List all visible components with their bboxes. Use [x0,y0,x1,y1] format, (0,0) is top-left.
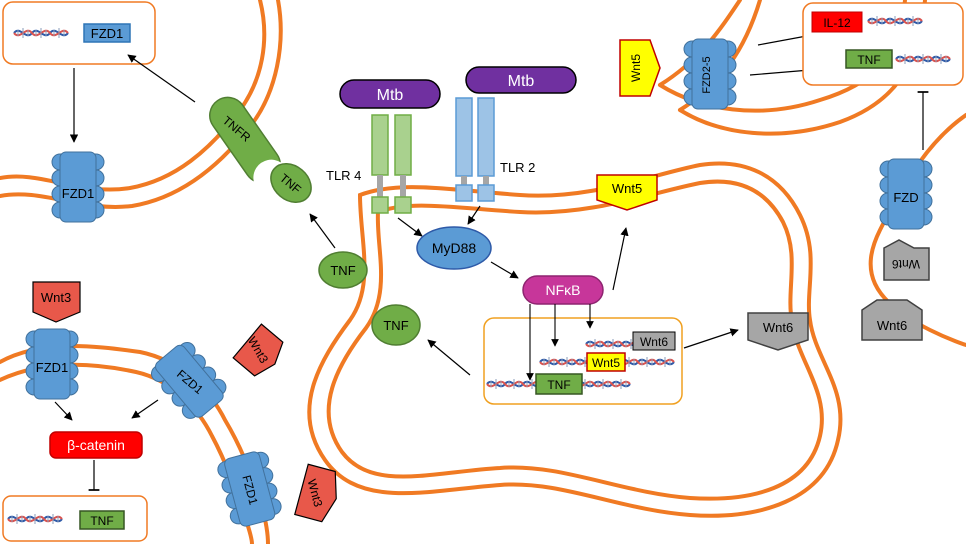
tlr2-receptor [455,97,495,202]
nfkb-factor: NFκB [522,275,604,305]
wnt6-extracellular-label: Wnt6 [877,318,907,333]
wnt6-bound: Wnt6 [883,239,930,281]
arrow-icon [397,217,423,237]
fzd1-gene-label: FZD1 [91,26,124,41]
mtb-tlr4: Mtb [339,79,441,109]
arrow-icon [309,213,336,249]
fzd1-receptor-bottom-left: FZD1 [25,328,79,400]
tlr4-label: TLR 4 [326,168,361,183]
tnf-gene-right-label: TNF [857,53,880,67]
beta-catenin-label: β-catenin [67,437,125,453]
wnt6-extracellular: Wnt6 [861,299,923,341]
beta-catenin: β-catenin [49,431,143,459]
mtb-label-right: Mtb [508,73,535,90]
fzd2-5-label: FZD2-5 [701,56,713,93]
tlr4-receptor [371,114,412,214]
wnt5-secreted: Wnt5 [596,174,658,211]
fzd1-bl-label: FZD1 [36,360,69,375]
wnt5-gene-label: Wnt5 [592,356,620,370]
fzd1-receptor-bottom: FZD1 [215,447,285,531]
tnf-gene-label: TNF [547,378,570,392]
tnf-secreted: TNF [371,304,421,346]
arrow-icon [683,328,739,349]
il12-tnf-gene-box: IL-12 TNF [802,2,964,86]
arrow-icon [490,261,519,279]
tnf-bound: TNF [270,163,312,203]
arrow-icon [127,54,196,103]
fzd-right-label: FZD [893,190,918,205]
wnt3-ligand-tilted: Wnt3 [232,323,284,377]
fzd1-receptor-top-left: FZD1 [51,151,105,223]
wnt3-top-label: Wnt3 [41,290,71,305]
wnt3-ligand-bottom: Wnt3 [294,463,337,523]
nucleus-gene-box: Wnt6 Wnt5 TNF [483,317,683,405]
wnt5-secreted-label: Wnt5 [612,181,642,196]
nfkb-label: NFκB [546,282,581,298]
wnt6-secreted-label: Wnt6 [763,320,793,335]
arrow-icon [612,227,629,291]
wnt3-ligand-top: Wnt3 [32,281,81,323]
arrow-icon [427,339,471,376]
arrow-icon [131,399,159,419]
tnf-gene-bottom-label: TNF [90,514,113,528]
fzd1-gene-box: FZD1 [2,1,156,65]
tnf-free-label: TNF [330,263,355,278]
tnf-gene-box-bottom: TNF [2,495,148,542]
mtb-label-left: Mtb [377,87,404,104]
fzd2-5-receptor: FZD2-5 [683,38,737,110]
mtb-tlr2: Mtb [465,66,577,94]
tnf-secreted-label: TNF [383,318,408,333]
fzd-receptor-right: FZD [879,158,933,230]
fzd1-receptor-tilted: FZD1 [146,337,233,426]
il12-gene-label: IL-12 [823,16,851,30]
wnt6-gene-label: Wnt6 [640,335,668,349]
wnt6-secreted: Wnt6 [747,312,809,351]
wnt5-ligand: Wnt5 [619,39,661,97]
arrow-icon [54,401,73,421]
tnf-free-top: TNF [318,251,368,289]
wnt5-ligand-label: Wnt5 [629,54,643,82]
fzd1-receptor-label: FZD1 [62,186,95,201]
wnt6-bound-label: Wnt6 [892,257,920,271]
myd88-adaptor: MyD88 [416,226,492,270]
fzd1-gene-label-box [83,23,131,43]
myd88-label: MyD88 [432,240,477,256]
tlr2-label: TLR 2 [500,160,535,175]
arrow-icon [467,205,481,225]
